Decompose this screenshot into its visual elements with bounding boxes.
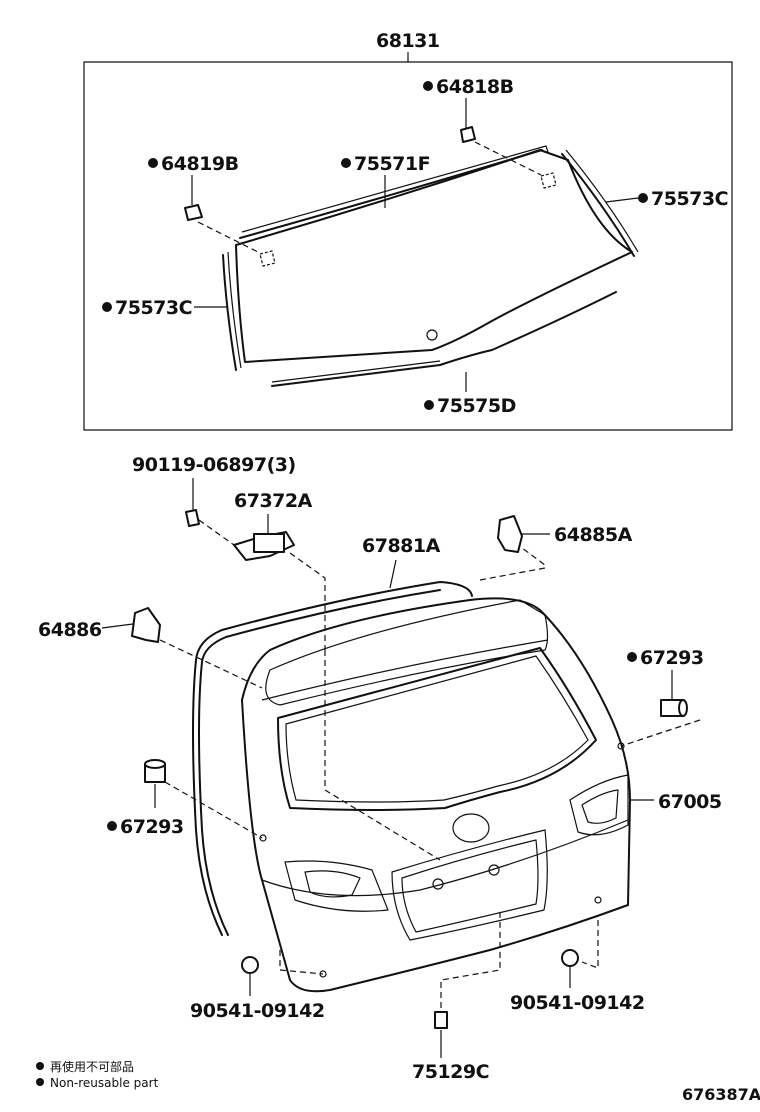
label-bumper-left[interactable]: 90541-09142 [190,1000,325,1022]
stopper-right-part [497,515,523,553]
damper-stay-body [253,533,285,553]
license-plate-recess [391,829,548,941]
stopper-left-part [131,607,161,643]
spoiler [265,599,549,706]
screw-dashline [198,519,235,546]
label-clip-left[interactable]: 64819B [161,153,239,175]
nonreusable-dot-lower-molding [424,400,434,410]
left-side-molding-edge [227,251,242,369]
label-back-door-panel[interactable]: 67005 [658,791,722,813]
label-upper-molding[interactable]: 75571F [354,153,431,175]
upper-molding [239,149,543,239]
nonreusable-dot-side-molding-right [638,193,648,203]
back-door-group: 90119-06897(3) 67372A 67881A 64885A 6488… [38,454,722,1083]
stopper-left-dashline [159,639,263,689]
left-lamp-cutout [284,860,389,912]
label-plug[interactable]: 75129C [412,1061,490,1083]
glass-assembly-group: 68131 64818B 64819B 75571F [83,30,733,431]
screw-part [185,509,200,527]
clip-left-part [184,204,203,221]
label-stopper-right[interactable]: 64885A [554,524,633,546]
label-screw[interactable]: 90119-06897(3) [132,454,296,476]
clip-left-position [259,250,276,267]
label-weatherstrip[interactable]: 67881A [362,535,441,557]
bumper-left-part [241,956,259,974]
plug-part [434,1011,448,1029]
clip-right-position [540,172,557,189]
clip-right-dashline [474,141,542,176]
right-side-molding-edge [565,149,639,253]
cushion-left-dashline [164,781,263,839]
cushion-left-top [144,759,166,769]
legend-dot-english [36,1078,44,1086]
bumper-hole-right [594,896,602,904]
label-side-molding-right[interactable]: 75573C [651,188,729,210]
illustration-id: 676387A [682,1085,760,1104]
nonreusable-dot-clip-left [148,158,158,168]
license-bolt-right [488,864,500,876]
back-door-outer [241,597,631,993]
stopper-right-dashline [479,547,546,581]
cushion-hole-right [617,742,625,750]
door-lower-contour [261,819,629,897]
spoiler-lower-edge [261,639,549,701]
label-stopper-left[interactable]: 64886 [38,619,102,641]
damper-stay-dashline [289,552,326,650]
door-window-inner-edge [285,655,589,803]
cushion-hole-left [259,834,267,842]
legend-english: Non-reusable part [50,1076,159,1090]
legend: 再使用不可部品 Non-reusable part [36,1059,159,1090]
glass-hole [426,329,438,341]
bumper-left-dashline [279,950,324,975]
bumper-right-part [561,949,579,967]
bumper-right-dashline [581,920,599,969]
leader-side-molding-right [605,197,639,203]
right-lamp-cutout [569,774,629,836]
center-dashline [324,650,441,861]
clip-left-dashline [197,221,259,253]
back-window-glass [235,149,633,363]
label-lower-molding[interactable]: 75575D [437,395,516,417]
leader-weatherstrip [389,559,397,589]
plug-dashline [440,910,501,1008]
nonreusable-dot-cushion-left [107,821,117,831]
nonreusable-dot-clip-right [423,81,433,91]
right-side-molding [561,153,635,257]
label-cushion-left[interactable]: 67293 [120,816,184,838]
emblem [452,813,490,843]
nonreusable-dot-cushion-right [627,652,637,662]
door-window-opening [277,647,597,811]
label-clip-right[interactable]: 64818B [436,76,514,98]
label-damper-stay[interactable]: 67372A [234,490,313,512]
label-glass-assembly[interactable]: 68131 [376,30,440,52]
cushion-right-tip [678,699,688,717]
upper-molding-edge [241,145,549,233]
label-side-molding-left[interactable]: 75573C [115,297,193,319]
nonreusable-dot-upper-molding [341,158,351,168]
cushion-right-dashline [620,719,701,747]
nonreusable-dot-side-molding-left [102,302,112,312]
legend-dot-japanese [36,1062,44,1070]
license-plate-inner [401,839,539,933]
lower-molding-edge [271,360,441,383]
right-lamp-opening [581,789,619,824]
left-side-molding [222,254,237,371]
clip-right-part [460,126,476,143]
label-cushion-right[interactable]: 67293 [640,647,704,669]
left-lamp-opening [304,870,361,898]
lower-molding [271,291,617,387]
weatherstrip [192,581,473,936]
leader-stopper-left [101,623,134,629]
legend-japanese: 再使用不可部品 [50,1059,134,1074]
glass-assembly-frame [83,61,733,431]
label-bumper-right[interactable]: 90541-09142 [510,992,645,1014]
